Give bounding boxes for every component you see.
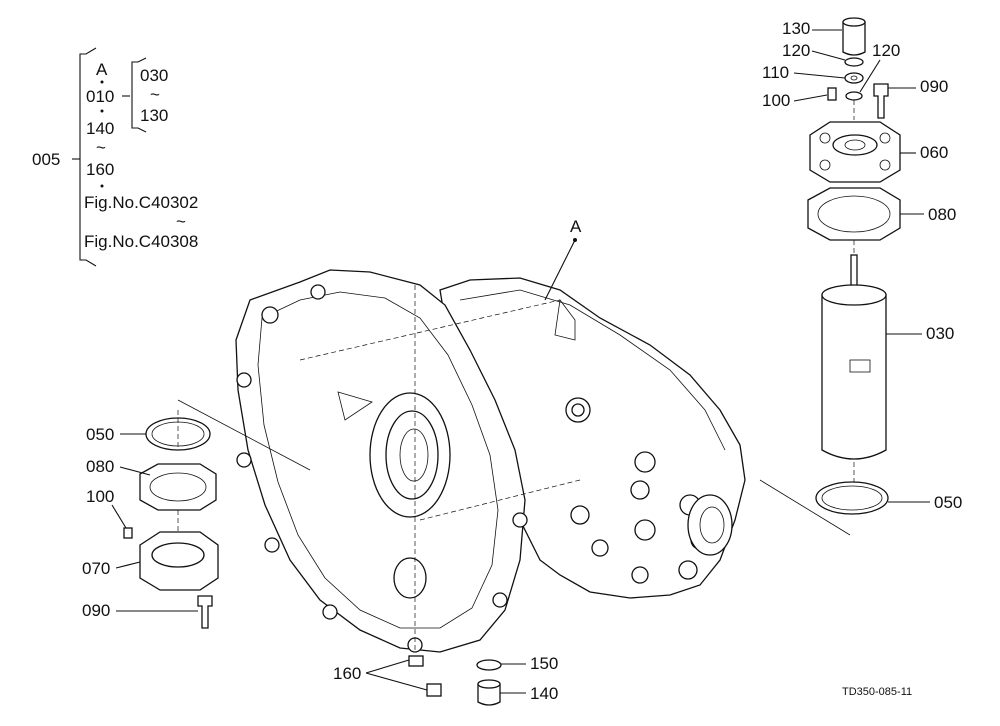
legend-item-fig-c40308: Fig.No.C40308 xyxy=(84,232,198,251)
legend-tilde-1: ~ xyxy=(96,138,106,157)
right-assembly xyxy=(759,17,901,536)
legend-main: 005 xyxy=(32,150,60,169)
drawing-code: TD350-085-11 xyxy=(842,686,912,698)
legend-tilde-2: ~ xyxy=(176,212,186,231)
legend-item-140: 140 xyxy=(86,119,114,138)
legend-range-top: 030 xyxy=(140,66,168,85)
legend-range-bottom: 130 xyxy=(140,106,168,125)
callout-080-a: 080 xyxy=(928,205,956,224)
callout-050-a: 050 xyxy=(934,493,962,512)
legend-item-fig-c40302: Fig.No.C40302 xyxy=(84,193,198,212)
callout-090-b: 090 xyxy=(82,601,110,620)
callout-130: 130 xyxy=(782,19,810,38)
callout-120-b: 120 xyxy=(872,41,900,60)
callouts: 130 120 120 110 100 090 060 080 030 050 … xyxy=(82,19,962,703)
legend: 005 A 010 140 ~ 160 Fig.No.C40302 ~ Fig.… xyxy=(32,47,198,267)
callout-080-b: 080 xyxy=(86,457,114,476)
legend-item-a: A xyxy=(96,60,108,79)
transmission-housing xyxy=(235,269,746,653)
callout-100-b: 100 xyxy=(86,487,114,506)
callout-090-a: 090 xyxy=(920,77,948,96)
callout-160: 160 xyxy=(333,664,361,683)
callout-150: 150 xyxy=(530,654,558,673)
ref-a-label: A xyxy=(570,217,582,236)
legend-item-010: 010 xyxy=(86,87,114,106)
callout-120-a: 120 xyxy=(782,41,810,60)
legend-tilde-3: ~ xyxy=(150,85,160,104)
callout-060: 060 xyxy=(920,143,948,162)
callout-110: 110 xyxy=(762,63,789,82)
left-assembly xyxy=(123,399,311,629)
callout-100-a: 100 xyxy=(762,91,790,110)
callout-030: 030 xyxy=(926,324,954,343)
bottom-plugs xyxy=(408,655,502,706)
callout-070: 070 xyxy=(82,559,110,578)
callout-050-b: 050 xyxy=(86,425,114,444)
legend-item-160: 160 xyxy=(86,160,114,179)
callout-140: 140 xyxy=(530,684,558,703)
